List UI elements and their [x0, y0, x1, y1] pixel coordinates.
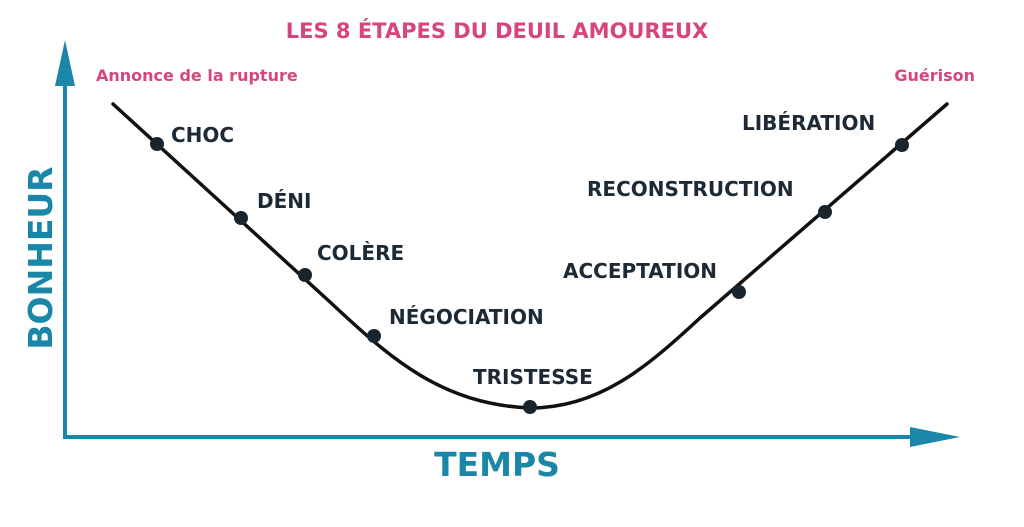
stage-label-negociation: NÉGOCIATION — [389, 305, 544, 329]
end-label: Guérison — [894, 66, 975, 85]
y-axis-label: BONHEUR — [21, 166, 60, 349]
stage-points — [150, 137, 909, 414]
stage-point-deni — [234, 211, 248, 225]
stage-point-tristesse — [523, 400, 537, 414]
stage-point-reconstruction — [818, 205, 832, 219]
stage-point-negociation — [367, 329, 381, 343]
start-label: Annonce de la rupture — [96, 66, 298, 85]
stage-point-colere — [298, 268, 312, 282]
stage-labels: CHOC DÉNI COLÈRE NÉGOCIATION TRISTESSE A… — [171, 111, 875, 389]
diagram-title: LES 8 ÉTAPES DU DEUIL AMOUREUX — [286, 18, 709, 43]
stage-label-colere: COLÈRE — [317, 241, 404, 265]
stage-point-liberation — [895, 138, 909, 152]
stage-label-acceptation: ACCEPTATION — [563, 259, 717, 283]
x-axis-label: TEMPS — [434, 445, 560, 484]
stage-point-choc — [150, 137, 164, 151]
stage-label-liberation: LIBÉRATION — [742, 111, 875, 135]
stage-label-reconstruction: RECONSTRUCTION — [587, 177, 794, 201]
axes — [55, 40, 960, 447]
stage-label-deni: DÉNI — [257, 189, 311, 213]
grief-curve — [111, 102, 949, 410]
x-axis-arrow-icon — [910, 427, 960, 447]
stage-label-tristesse: TRISTESSE — [473, 365, 593, 389]
stage-point-acceptation — [732, 285, 746, 299]
y-axis-arrow-icon — [55, 40, 75, 86]
stage-label-choc: CHOC — [171, 123, 234, 147]
